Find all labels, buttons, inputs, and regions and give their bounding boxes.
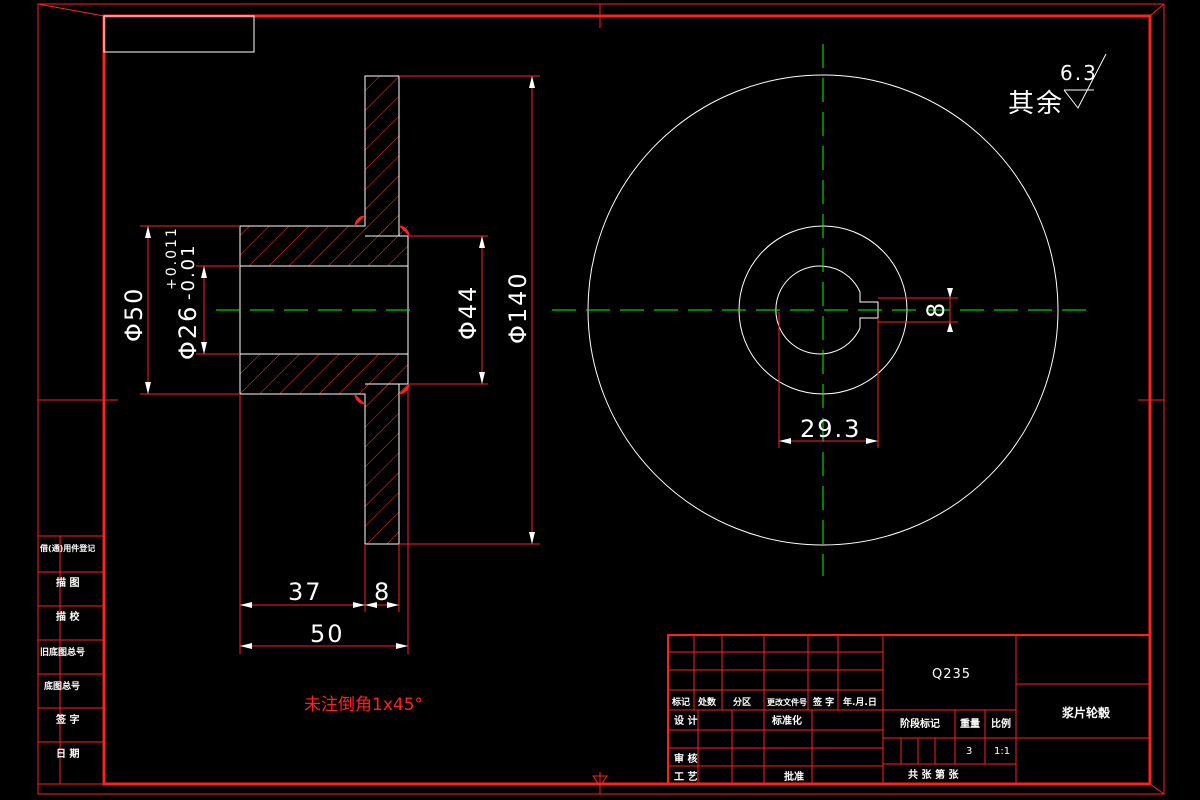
tb-approve: 批准: [784, 770, 804, 783]
dim-37: 37: [288, 578, 323, 606]
tb-hdr-3: 分区: [733, 696, 751, 708]
roughness-symbol: 其余 6.3: [1008, 53, 1107, 119]
tb-stage-mark: 阶段标记: [900, 717, 940, 730]
tb-standardize: 标准化: [771, 714, 802, 727]
side-row-4: 旧底图总号: [40, 646, 85, 658]
side-table: [37, 535, 105, 785]
dim-50: 50: [310, 620, 345, 648]
tb-part-name: 浆片轮毂: [1061, 705, 1111, 720]
side-row-6: 签 字: [55, 713, 79, 726]
tb-hdr-4: 更改文件号: [767, 697, 807, 707]
dim-tol-upper: +0.011: [164, 226, 180, 290]
side-row-3: 描 校: [56, 610, 80, 623]
tb-design: 设 计: [674, 714, 697, 727]
tb-weight-value: 3: [966, 746, 972, 757]
tb-hdr-6: 年.月.日: [843, 696, 877, 708]
dim-phi44: Φ44: [454, 285, 482, 340]
side-row-5: 底图总号: [44, 680, 80, 692]
tb-weight: 重量: [960, 717, 980, 730]
code-box: [103, 15, 255, 53]
tb-scale: 比例: [991, 717, 1011, 730]
dim-phi50: Φ50: [120, 287, 148, 342]
dimension-arrows: [145, 76, 535, 649]
tb-hdr-1: 标记: [671, 696, 690, 708]
tb-sheets: 共 张 第 张: [908, 768, 959, 781]
dim-phi26: Φ26: [174, 305, 202, 360]
dim-phi140: Φ140: [504, 271, 532, 344]
side-row-1: 借(通)用件登记: [39, 543, 95, 553]
dim-29-3: 29.3: [800, 415, 861, 443]
front-arrows: [779, 288, 953, 444]
chamfer-note: 未注倒角1x45°: [304, 695, 423, 715]
tb-process: 工 艺: [674, 770, 697, 783]
sheet-border: [37, 3, 1165, 795]
front-dimensions: [778, 297, 958, 448]
dim-8: 8: [374, 578, 391, 606]
front-view: [552, 44, 1094, 576]
side-row-7: 日 期: [56, 747, 79, 760]
tb-material: Q235: [932, 667, 971, 682]
tb-review: 审 核: [674, 752, 697, 765]
tb-hdr-5: 签 字: [812, 696, 834, 708]
roughness-value: 6.3: [1060, 61, 1098, 85]
section-view: [216, 75, 420, 545]
section-dimensions: [140, 75, 540, 654]
title-block: [667, 634, 1151, 785]
tb-hdr-2: 处数: [697, 696, 717, 708]
dim-tol-lower: -0.01: [178, 243, 199, 300]
dim-keyway-width: 8: [922, 301, 950, 318]
tb-scale-value: 1:1: [994, 746, 1010, 757]
side-row-2: 描 图: [56, 576, 79, 589]
roughness-label: 其余: [1008, 89, 1064, 119]
